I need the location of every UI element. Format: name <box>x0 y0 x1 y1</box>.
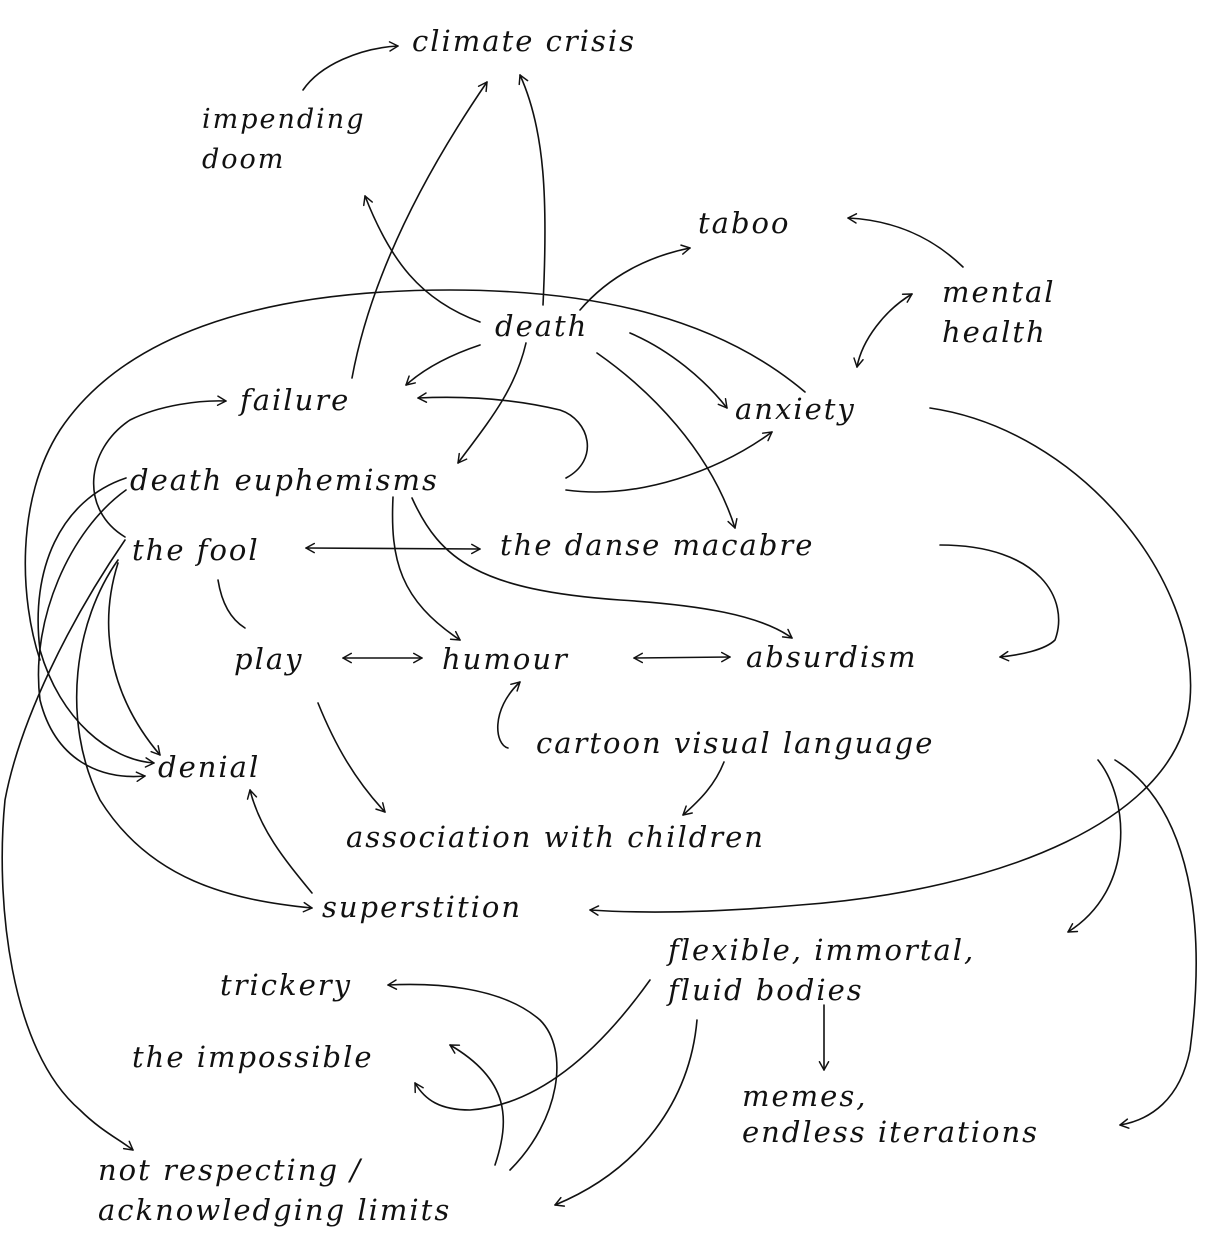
edge-death-denial <box>37 489 146 783</box>
node-climate-crisis[interactable]: climate crisis <box>412 24 637 58</box>
edge-death-impending-doom <box>363 195 481 323</box>
node-trickery[interactable]: trickery <box>220 968 353 1002</box>
edge-mental-health-taboo <box>847 213 964 268</box>
edge-danse-macabre-absurdism <box>939 544 1060 662</box>
edge-humour-absurdism <box>633 651 731 664</box>
edge-impending-doom-climate-crisis <box>302 41 399 91</box>
edge-death-outer-loop <box>24 289 806 661</box>
edge-euphemisms-humour <box>391 496 461 641</box>
edge-limits-impossible <box>449 1044 505 1166</box>
edge-death-danse-macabre <box>596 352 738 529</box>
edge-limits-trickery <box>387 979 558 1171</box>
edge-anxiety-superstition-loop <box>589 407 1192 916</box>
node-death-euphemisms[interactable]: death euphemisms <box>130 463 439 497</box>
edge-death-anxiety <box>629 332 728 409</box>
node-impending-doom[interactable]: impending doom <box>202 104 366 175</box>
edge-death-climate-crisis <box>518 74 546 306</box>
edge-fool-failure <box>92 395 227 538</box>
edge-fool-play <box>217 579 246 629</box>
edge-play-association <box>317 702 386 813</box>
edge-euphemisms-denial <box>37 477 155 768</box>
edge-euphemisms-failure <box>417 392 589 479</box>
edge-death-euphemisms <box>457 342 527 464</box>
edge-cartoon-flexible <box>1067 759 1122 933</box>
edge-fool-superstition <box>75 559 313 913</box>
node-play[interactable]: play <box>234 642 304 676</box>
edge-fool-danse-macabre <box>305 542 481 555</box>
node-association-with-children[interactable]: association with children <box>346 820 765 854</box>
node-memes[interactable]: memes, endless iterations <box>742 1079 1040 1149</box>
edge-mental-health-anxiety <box>853 293 913 368</box>
node-denial[interactable]: denial <box>158 750 261 784</box>
edge-flexible-limits <box>554 1019 698 1207</box>
edge-cartoon-humour <box>497 681 521 749</box>
node-death[interactable]: death <box>495 309 589 343</box>
node-taboo[interactable]: taboo <box>698 206 791 240</box>
node-cartoon-visual-language[interactable]: cartoon visual language <box>536 726 935 760</box>
edge-euphemisms-absurdism <box>411 497 793 639</box>
edge-fool-denial-1 <box>107 562 161 756</box>
edge-superstition-denial <box>246 789 313 894</box>
node-absurdism[interactable]: absurdism <box>746 640 918 674</box>
edge-fool-not-respecting <box>1 539 134 1151</box>
edge-euphemisms-anxiety <box>565 431 773 493</box>
node-flexible-bodies[interactable]: flexible, immortal, fluid bodies <box>668 933 976 1007</box>
edge-cartoon-association <box>682 761 725 816</box>
edge-death-taboo <box>579 244 691 311</box>
node-humour[interactable]: humour <box>442 642 569 676</box>
node-anxiety[interactable]: anxiety <box>735 392 856 426</box>
edge-death-failure <box>405 344 481 386</box>
node-the-fool[interactable]: the fool <box>132 533 260 567</box>
node-the-impossible[interactable]: the impossible <box>132 1040 374 1074</box>
node-superstition[interactable]: superstition <box>322 890 523 924</box>
node-the-danse-macabre[interactable]: the danse macabre <box>500 528 815 562</box>
node-mental-health[interactable]: mental health <box>942 275 1056 349</box>
node-failure[interactable]: failure <box>240 383 351 417</box>
edge-failure-climate-crisis <box>351 81 488 379</box>
node-not-respecting-limits[interactable]: not respecting / acknowledging limits <box>98 1153 452 1227</box>
edge-cartoon-memes <box>1114 759 1197 1129</box>
